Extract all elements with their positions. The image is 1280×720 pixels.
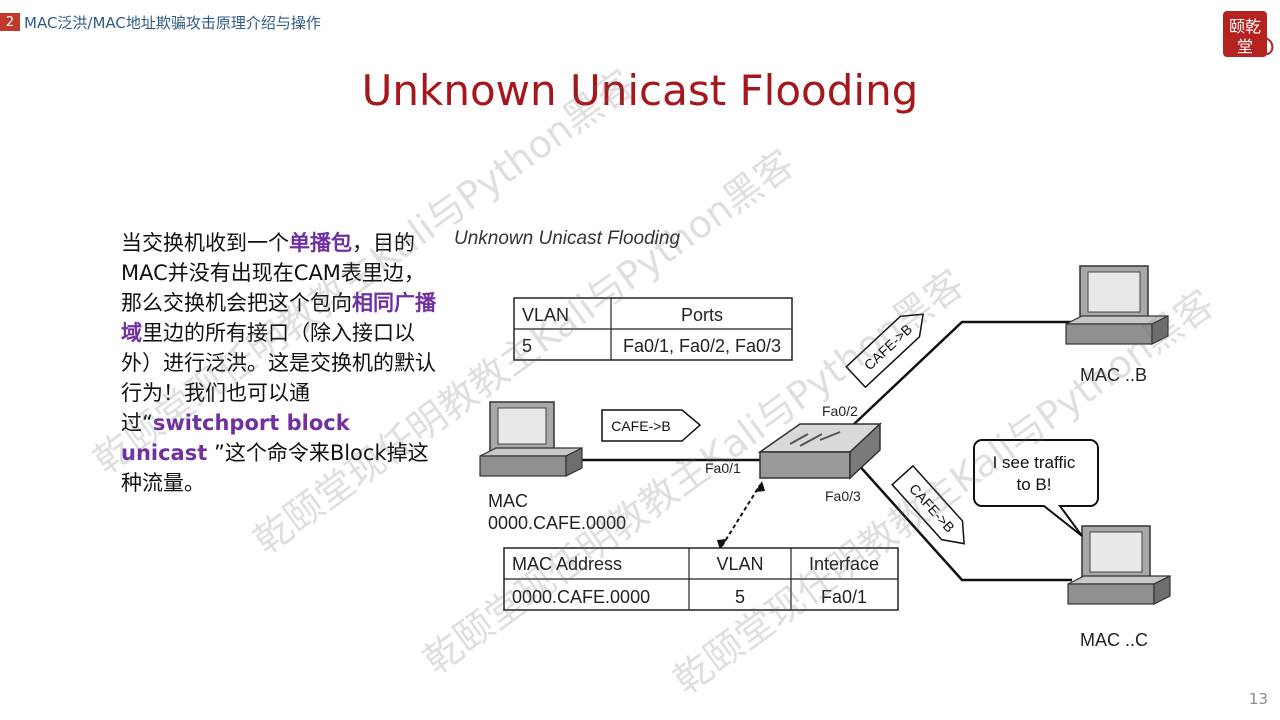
host-c-label: MAC ..C (1080, 630, 1148, 650)
host-a-computer-icon (479, 401, 583, 477)
bubble-line-2: to B! (1017, 475, 1052, 494)
host-b-computer-icon (1065, 265, 1169, 345)
frame-arrow-to-b: CAFE->B (845, 313, 924, 389)
page-number: 13 (1248, 690, 1268, 708)
mac-address-table: MAC Address VLAN Interface 0000.CAFE.000… (503, 547, 899, 611)
slide-title: Unknown Unicast Flooding (361, 66, 919, 115)
mac-cell-interface: Fa0/1 (821, 587, 867, 607)
port-fa03: Fa0/3 (825, 488, 861, 504)
logo-seal: 颐乾 堂 (1223, 11, 1274, 57)
section-header: 2 MAC泛洪/MAC地址欺骗攻击原理介绍与操作 (0, 11, 321, 33)
switch-icon (757, 422, 882, 480)
desc-text-4: ”这个命令来Block掉这种流量。 (121, 441, 429, 495)
logo-text-top: 颐乾 (1229, 18, 1261, 36)
host-a-label-address: 0000.CAFE.0000 (488, 513, 626, 533)
desc-text-2: ，目的MAC并没有出现在CAM表里边，那么交换机会把这个包向 (121, 231, 425, 315)
port-fa01: Fa0/1 (705, 460, 741, 476)
mac-cell-address: 0000.CAFE.0000 (512, 587, 650, 607)
bubble-line-1: I see traffic (993, 453, 1076, 472)
speech-bubble: I see traffic to B! (973, 439, 1099, 537)
lookup-arrow-head-top (755, 481, 765, 492)
desc-highlight-broadcast-domain: 相同广播域 (121, 291, 436, 345)
mac-cell-vlan: 5 (735, 587, 745, 607)
frame-arrow-in: CAFE->B (601, 409, 702, 442)
lookup-arrow-line (721, 484, 761, 547)
vlan-header-vlan: VLAN (522, 305, 569, 325)
desc-highlight-command: switchport block unicast (121, 411, 350, 465)
mac-header-vlan: VLAN (716, 554, 763, 574)
mac-header-interface: Interface (809, 554, 879, 574)
mac-header-address: MAC Address (512, 554, 622, 574)
vlan-cell-ports: Fa0/1, Fa0/2, Fa0/3 (623, 336, 781, 356)
logo-text-bottom: 堂 (1237, 38, 1253, 56)
desc-text-1: 当交换机收到一个 (121, 231, 289, 255)
vlan-table: VLAN Ports 5 Fa0/1, Fa0/2, Fa0/3 (513, 297, 793, 361)
diagram-caption: Unknown Unicast Flooding (454, 228, 680, 249)
desc-text-3: 里边的所有接口（除入接口以外）进行泛洪。这是交换机的默认行为！我们也可以通过“ (121, 321, 436, 435)
host-c-computer-icon (1067, 525, 1171, 605)
vlan-cell-vlan: 5 (522, 336, 532, 356)
section-number: 2 (0, 13, 20, 31)
link-fa03 (855, 461, 1072, 582)
desc-highlight-unicast: 单播包 (289, 231, 352, 255)
port-fa02: Fa0/2 (822, 403, 858, 419)
frame-in-label: CAFE->B (611, 418, 671, 434)
host-b-label: MAC ..B (1080, 365, 1147, 385)
section-title: MAC泛洪/MAC地址欺骗攻击原理介绍与操作 (24, 13, 321, 32)
host-a-label-mac: MAC (488, 491, 528, 511)
frame-arrow-to-c: CAFE->B (891, 464, 965, 545)
link-fa02 (851, 320, 1072, 427)
vlan-header-ports: Ports (681, 305, 723, 325)
description: 当交换机收到一个单播包，目的MAC并没有出现在CAM表里边，那么交换机会把这个包… (121, 228, 441, 498)
